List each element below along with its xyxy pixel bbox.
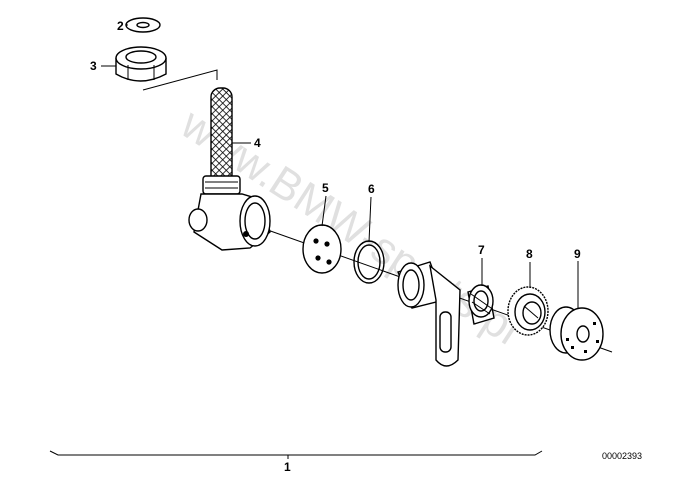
diagram-reference-number: 00002393 xyxy=(602,451,642,461)
part-hex-nut[interactable] xyxy=(115,46,167,82)
callout-6: 6 xyxy=(368,182,375,196)
callout-2: 2 xyxy=(117,19,124,33)
callout-9: 9 xyxy=(574,247,581,261)
callout-1: 1 xyxy=(284,460,291,474)
part-cap-nut[interactable] xyxy=(549,306,604,361)
part-washer[interactable] xyxy=(125,17,161,33)
part-valve-lever[interactable] xyxy=(397,261,461,367)
callout-4: 4 xyxy=(254,136,261,150)
part-valve-body[interactable] xyxy=(188,87,271,251)
callout-3: 3 xyxy=(90,59,97,73)
assembly-bracket xyxy=(142,69,218,91)
part-valve-disc[interactable] xyxy=(302,224,342,274)
callout-7: 7 xyxy=(478,243,485,257)
callout-5: 5 xyxy=(322,181,329,195)
callout-8: 8 xyxy=(526,247,533,261)
part-threaded-ring[interactable] xyxy=(507,286,549,336)
assembly-brace xyxy=(49,450,543,456)
part-spring-sleeve[interactable] xyxy=(467,284,495,325)
